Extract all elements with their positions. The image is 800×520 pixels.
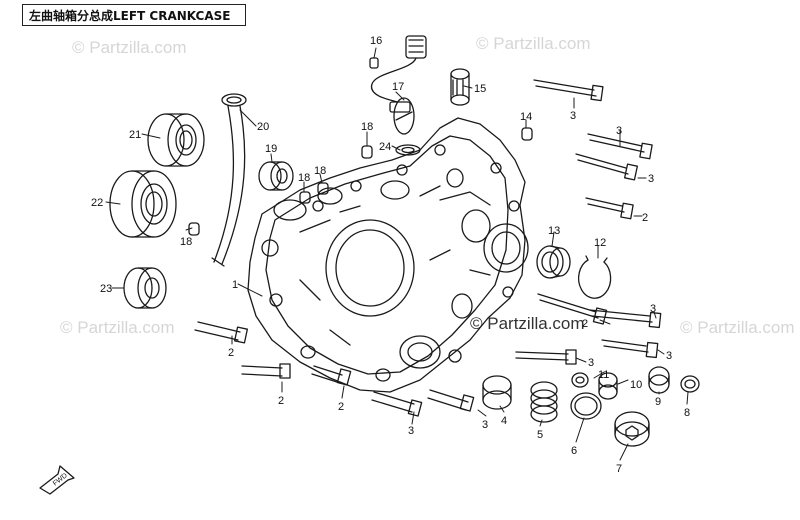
- callout-20: 20: [257, 121, 269, 133]
- callout-3-b: 3: [616, 125, 622, 137]
- callout-3-f: 3: [588, 357, 594, 369]
- forward-arrow-icon: [39, 465, 75, 495]
- callout-labels: 1 2 2 2 2 2 3 3 3 3 3 3 3 3 4 5 6 7 8 9 …: [52, 35, 690, 488]
- callout-4: 4: [501, 415, 507, 427]
- watermark-bottom-right: © Partzilla.com: [680, 318, 795, 337]
- spring-5: [530, 381, 558, 423]
- callout-2-e: 2: [642, 212, 648, 224]
- callout-9: 9: [655, 396, 661, 408]
- sensor-bolt-16: [369, 57, 379, 69]
- callout-15: 15: [474, 83, 486, 95]
- watermark-mid-left: © Partzilla.com: [60, 318, 175, 337]
- callout-2-d: 2: [582, 318, 588, 330]
- circlip-12: [578, 255, 612, 299]
- bearing-23: [123, 267, 167, 309]
- callout-23: 23: [100, 283, 112, 295]
- dowel-14: [521, 127, 533, 141]
- callout-1: 1: [232, 279, 238, 291]
- callout-16: 16: [370, 35, 382, 47]
- dowel-18-c: [299, 191, 311, 204]
- dowel-18-b: [317, 182, 329, 195]
- oil-seal-13: [536, 245, 571, 279]
- gasket-24: [395, 144, 421, 156]
- washer-8: [680, 375, 700, 393]
- bearing-19: [258, 161, 294, 191]
- callout-3-c: 3: [648, 173, 654, 185]
- callout-18-b: 18: [314, 165, 326, 177]
- speed-sensor-17: [370, 35, 427, 135]
- leader-lines: [105, 47, 689, 461]
- drain-plug-7: [614, 411, 650, 447]
- bolt-10: [598, 372, 618, 400]
- callout-3-h: 3: [482, 419, 488, 431]
- diagram-title: 左曲轴箱分总成LEFT CRANKCASE: [22, 4, 246, 26]
- callout-3-a: 3: [570, 110, 576, 122]
- callout-3-e: 3: [666, 350, 672, 362]
- oil-pipe-20: [211, 93, 247, 267]
- bearing-21: [147, 113, 205, 167]
- o-ring-6: [570, 392, 602, 420]
- callout-8: 8: [684, 407, 690, 419]
- callout-21: 21: [129, 129, 141, 141]
- callout-3-g: 3: [408, 425, 414, 437]
- bearing-22: [109, 170, 177, 238]
- callout-18-a: 18: [361, 121, 373, 133]
- callout-13: 13: [548, 225, 560, 237]
- watermark-top-right: © Partzilla.com: [476, 34, 591, 53]
- callout-22: 22: [91, 197, 103, 209]
- callout-7: 7: [616, 463, 622, 475]
- cap-15: [450, 68, 470, 106]
- callout-17: 17: [392, 81, 404, 93]
- callout-10: 10: [630, 379, 642, 391]
- callout-5: 5: [537, 429, 543, 441]
- callout-2-b: 2: [278, 395, 284, 407]
- cap-9: [648, 366, 670, 394]
- callout-18-d: 18: [180, 236, 192, 248]
- callout-24: 24: [379, 141, 391, 153]
- callout-2-a: 2: [228, 347, 234, 359]
- callout-12: 12: [594, 237, 606, 249]
- callout-6: 6: [571, 445, 577, 457]
- watermark-center: © Partzilla.com: [470, 314, 585, 333]
- watermark-top-left: © Partzilla.com: [72, 38, 187, 57]
- callout-18-c: 18: [298, 172, 310, 184]
- bolt-group: [194, 79, 662, 417]
- callout-3-d: 3: [650, 303, 656, 315]
- plug-4: [482, 375, 512, 410]
- callout-2-c: 2: [338, 401, 344, 413]
- dowel-18-a: [361, 145, 373, 159]
- washer-11: [571, 372, 589, 388]
- left-crankcase-body: [247, 117, 529, 393]
- callout-11: 11: [598, 369, 609, 381]
- callout-19: 19: [265, 143, 277, 155]
- callout-14: 14: [520, 111, 532, 123]
